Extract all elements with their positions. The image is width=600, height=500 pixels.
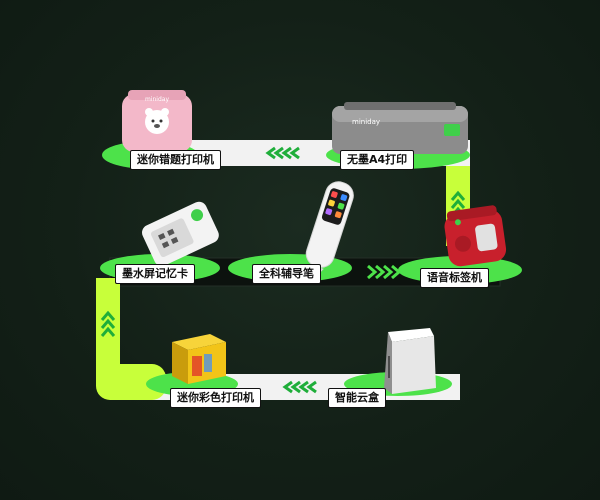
label-voice-label-printer: 语音标签机 <box>420 268 489 288</box>
chevron-right-middle-icon <box>367 264 402 280</box>
label-mini-color-printer: 迷你彩色打印机 <box>170 388 261 408</box>
a4-printer-brand: miniday <box>352 118 380 126</box>
mini-color-printer-image <box>172 334 226 384</box>
smart-cloud-box-image <box>384 328 436 394</box>
chevron-left-top-icon <box>265 146 300 160</box>
label-a4-printer: 无墨A4打印 <box>340 150 415 170</box>
ink-memory-card-image <box>142 201 219 266</box>
chevron-up-left-icon <box>100 310 116 337</box>
mini-error-printer-brand: miniday <box>145 96 169 103</box>
a4-printer-image: miniday <box>332 102 468 154</box>
chevron-left-bottom-icon <box>282 380 317 394</box>
label-tutoring-pen: 全科辅导笔 <box>252 264 321 284</box>
bottom-left-corner <box>96 364 166 400</box>
label-ink-memory-card: 墨水屏记忆卡 <box>115 264 195 284</box>
mini-error-printer-image: miniday <box>122 90 192 152</box>
voice-label-printer-image <box>444 205 507 267</box>
label-smart-cloud-box: 智能云盒 <box>328 388 386 408</box>
label-mini-error-printer: 迷你错题打印机 <box>130 150 221 170</box>
